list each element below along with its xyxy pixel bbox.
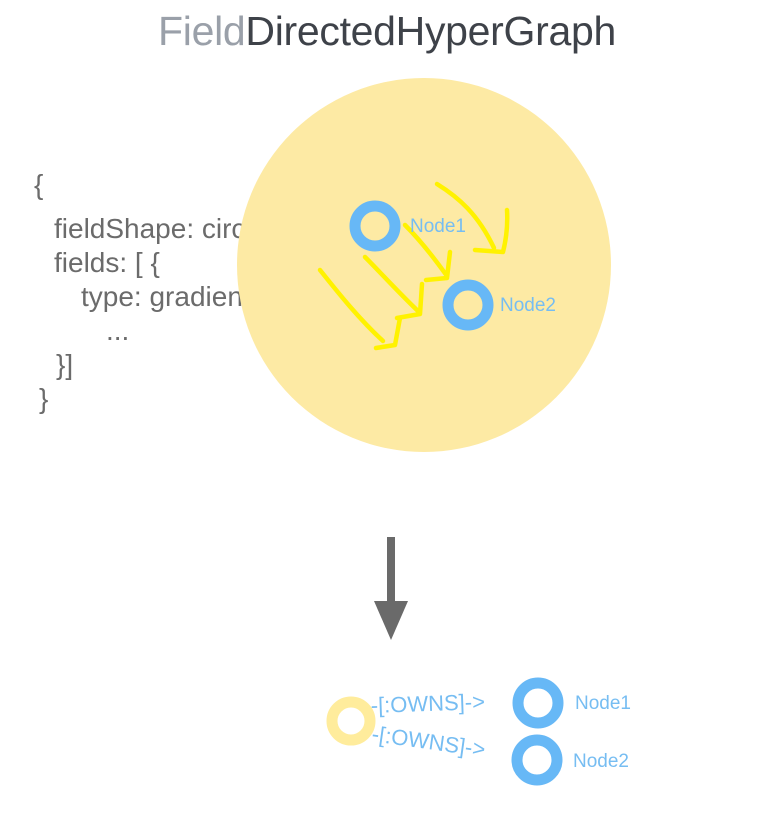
config-line-close-brace: } [39, 383, 49, 414]
graph-node1-circle [512, 677, 564, 729]
edge-owns-node2-label: -[:OWNS]-> [370, 721, 487, 762]
down-arrow-icon [374, 537, 408, 640]
field-arrow-4 [317, 267, 386, 344]
field-arrow-4-head [373, 315, 403, 351]
graph-node1-label: Node1 [575, 693, 631, 714]
field-arrow-1 [434, 181, 497, 251]
field-circle [237, 78, 611, 452]
down-arrow-head [374, 601, 408, 640]
field-arrow-3 [362, 254, 422, 315]
down-arrow-shaft [387, 537, 395, 605]
field-arrow-1-head [472, 207, 510, 255]
field-hypernode-circle [326, 696, 376, 746]
field-gradient-arrows [317, 181, 510, 351]
field-node2-circle [442, 279, 494, 331]
field-arrow-2-head [423, 249, 453, 283]
config-line-close-fields: }] [56, 349, 74, 380]
config-line-type: type: gradient [81, 281, 251, 312]
graph-node2-label: Node2 [573, 751, 629, 772]
title-part-field: Field [158, 8, 246, 54]
config-code-block: { fieldShape: circle fields: [ { type: g… [34, 168, 267, 416]
title-part-directed-hypergraph: DirectedHyperGraph [245, 8, 616, 54]
config-line-fields: fields: [ { [54, 247, 160, 278]
field-arrow-3-head [394, 281, 425, 321]
config-line-open-brace: { [34, 169, 44, 200]
field-node1-label: Node1 [410, 216, 466, 237]
field-node2-label: Node2 [500, 295, 556, 316]
edge-owns-node1-label: -[:OWNS]-> [370, 689, 485, 718]
page-title: FieldDirectedHyperGraph [0, 8, 774, 55]
graph-node2-circle [511, 734, 563, 786]
config-line-ellipsis: ... [106, 315, 130, 346]
field-arrow-2 [402, 222, 450, 279]
field-node1-circle [349, 200, 401, 252]
